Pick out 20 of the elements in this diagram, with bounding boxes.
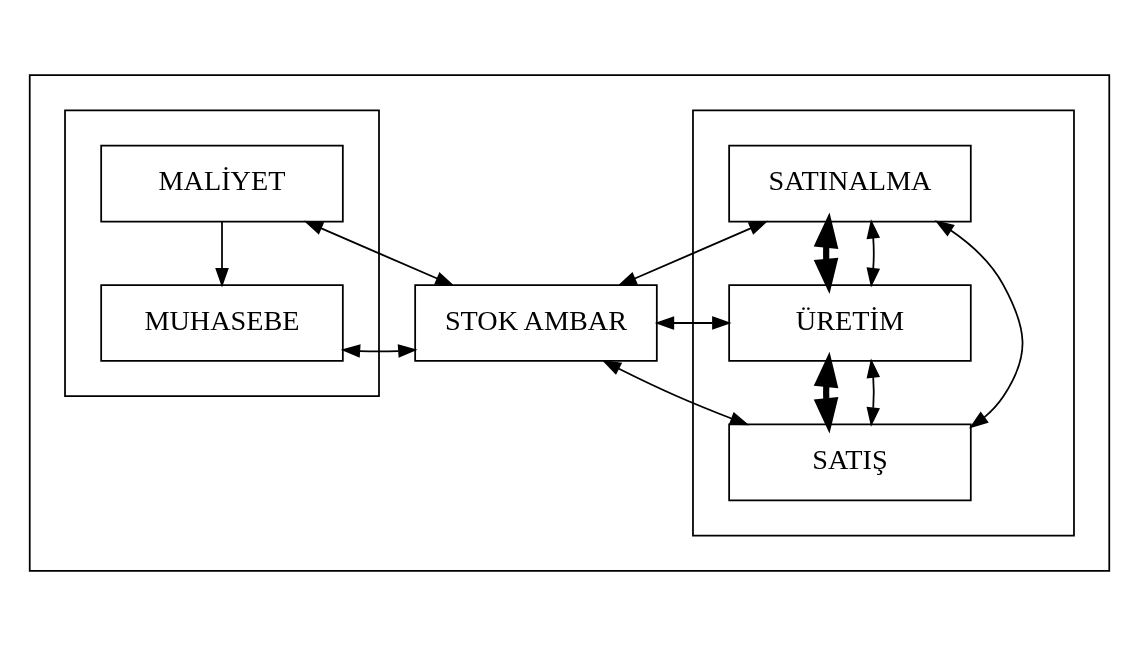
arrow: [813, 351, 839, 434]
arrow: [866, 219, 881, 288]
node-box: SATINALMA: [728, 144, 972, 223]
arrow: [601, 360, 750, 426]
arrow: [813, 212, 839, 295]
arrow: [617, 220, 769, 287]
node-box: ÜRETİM: [728, 284, 972, 362]
node-box: SATIŞ: [728, 423, 972, 502]
arrow: [215, 220, 229, 288]
cluster: [64, 109, 380, 398]
cluster: [28, 74, 1111, 572]
arrow: [340, 344, 418, 358]
arrow: [303, 220, 455, 287]
arrow: [866, 358, 881, 427]
arrow: [934, 220, 1024, 429]
cluster: [692, 109, 1075, 537]
node-box: MUHASEBE: [100, 284, 344, 362]
node-box: MALİYET: [100, 144, 344, 223]
arrow: [654, 316, 732, 330]
node-box: STOK AMBAR: [414, 284, 658, 362]
